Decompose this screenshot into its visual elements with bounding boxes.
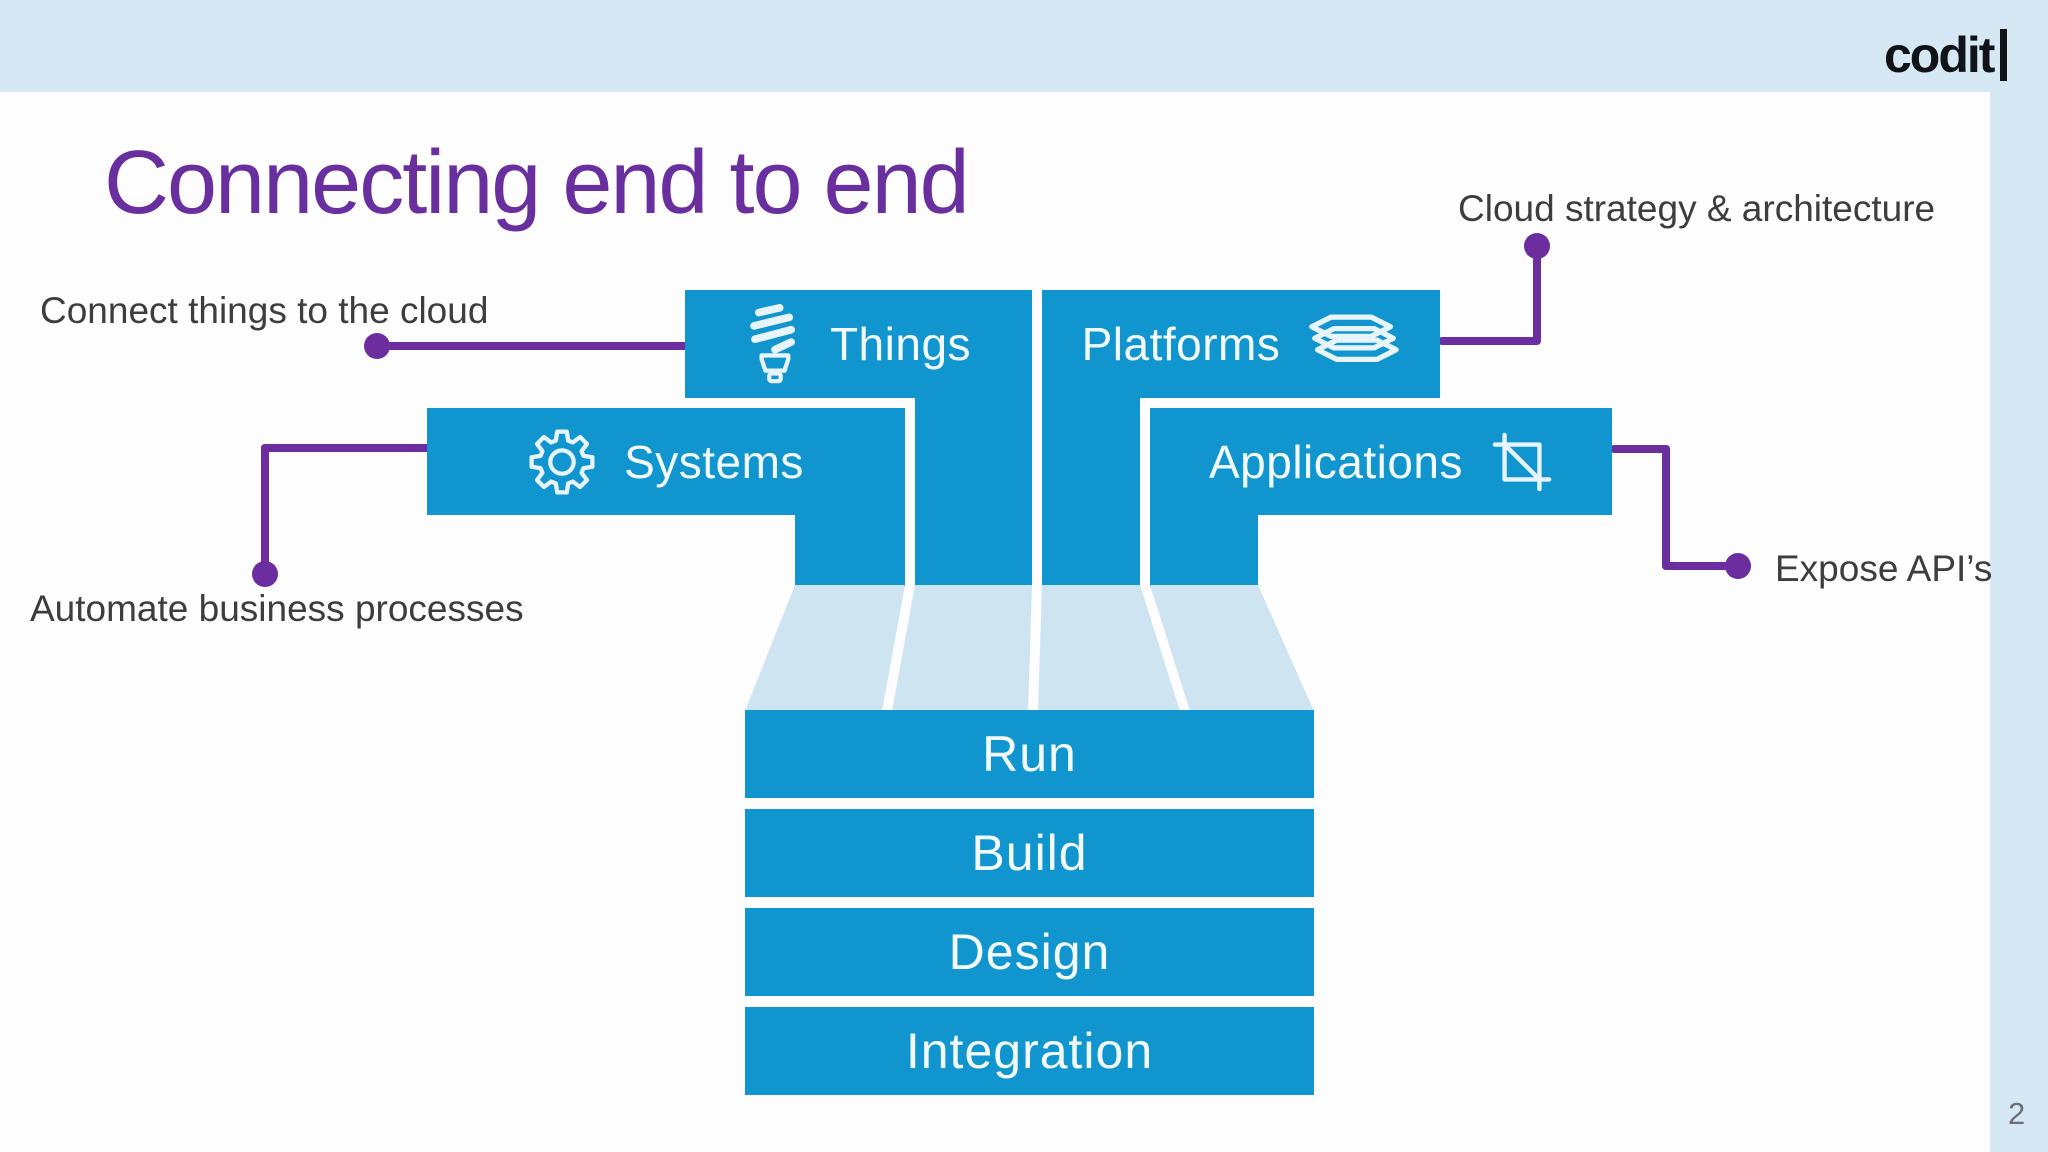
things-box: Things [685, 290, 1032, 398]
platforms-box: Platforms [1042, 290, 1440, 398]
connector-line [1533, 248, 1541, 343]
connector-line [1438, 337, 1541, 345]
things-box-label: Things [829, 318, 972, 370]
codit-logo-text: codit [1884, 27, 1995, 83]
gear-icon [528, 428, 596, 496]
stack-bar-run: Run [745, 710, 1314, 798]
annotation-cloud-strategy: Cloud strategy & architecture [1458, 188, 1936, 229]
platforms-box-label: Platforms [1081, 318, 1281, 370]
connector-line [377, 342, 690, 350]
annotation-expose-apis: Expose API’s [1775, 548, 1993, 589]
applications-box-label: Applications [1208, 435, 1464, 488]
systems-box: Systems [427, 408, 905, 515]
connector-line [261, 444, 269, 576]
annotation-automate: Automate business processes [30, 588, 524, 629]
connector-dot [364, 333, 390, 359]
connector-line [1662, 562, 1734, 570]
stack-bar-design: Design [745, 908, 1314, 996]
systems-leg [795, 515, 905, 587]
things-leg [915, 395, 1032, 587]
funnel [740, 585, 1320, 711]
annotation-connect-things: Connect things to the cloud [40, 290, 489, 331]
stack-bar-build: Build [745, 809, 1314, 897]
stack-bar-label: Run [982, 726, 1077, 782]
applications-box: Applications [1150, 408, 1612, 515]
stack-bar-integration: Integration [745, 1007, 1314, 1095]
stack-bar-label: Design [948, 924, 1111, 980]
stack-bar-label: Build [971, 825, 1088, 881]
cfl-bulb-icon [746, 304, 802, 384]
connector-line [1610, 445, 1670, 453]
page-title: Connecting end to end [104, 133, 970, 233]
connector-dot [252, 561, 278, 587]
connector-dot [1524, 233, 1550, 259]
crop-icon [1491, 431, 1553, 493]
applications-leg [1150, 515, 1258, 587]
codit-logo-bar [2000, 29, 2008, 81]
systems-box-label: Systems [624, 435, 804, 488]
codit-logo: codit [1884, 26, 2008, 84]
connector-line [1662, 445, 1670, 570]
platforms-leg [1042, 395, 1140, 587]
connector-dot [1725, 553, 1751, 579]
stack-bar-label: Integration [905, 1023, 1154, 1079]
right-margin-strip [1990, 92, 2048, 1152]
layers-icon [1308, 313, 1400, 375]
page-number: 2 [2008, 1096, 2026, 1131]
header-band [0, 0, 2048, 92]
connector-line [261, 444, 433, 452]
funnel-segment [892, 585, 1032, 711]
